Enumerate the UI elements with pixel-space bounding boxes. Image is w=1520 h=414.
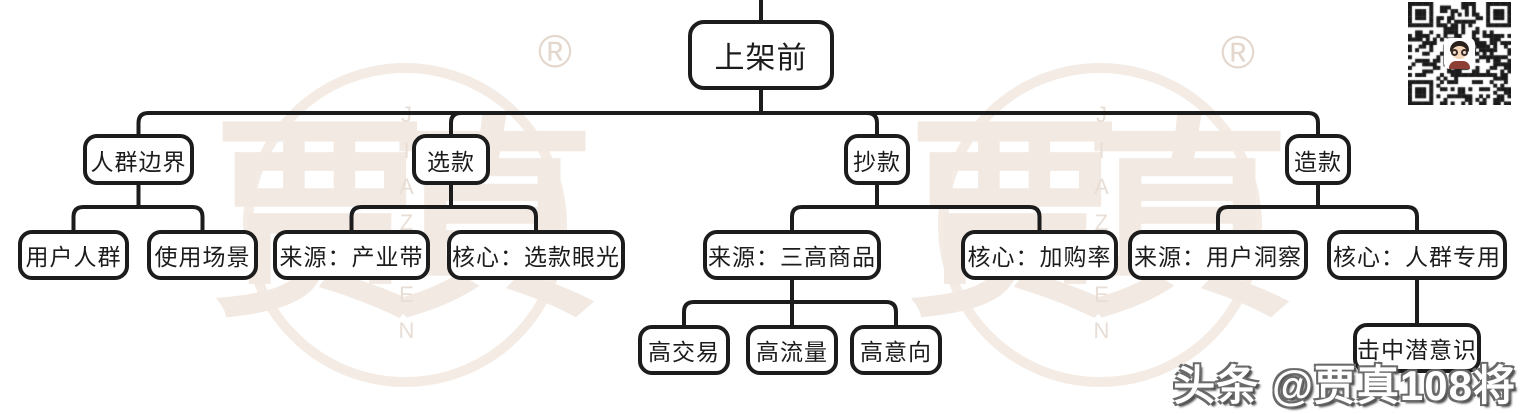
node-before-listing: 上架前 <box>688 20 834 90</box>
avatar-glasses-icon <box>1451 49 1458 56</box>
credit-watermark: 头条 @贾真108将 <box>1173 362 1516 409</box>
node-pick-style: 选款 <box>412 134 490 185</box>
node-source-three-high: 来源：三高商品 <box>703 230 881 280</box>
avatar-glasses-icon <box>1461 49 1468 56</box>
avatar-shirt <box>1449 61 1470 69</box>
node-make-style: 造款 <box>1285 134 1351 185</box>
node-hit-subconscious: 击中潜意识 <box>1353 323 1481 373</box>
node-high-traffic: 高流量 <box>746 325 838 375</box>
node-high-transaction: 高交易 <box>638 325 730 375</box>
node-audience-boundary: 人群边界 <box>83 134 194 185</box>
node-usage-scenario: 使用场景 <box>147 230 258 280</box>
node-core-cart-rate: 核心：加购率 <box>961 230 1118 280</box>
node-source-industry-belt: 来源：产业带 <box>273 230 430 280</box>
node-high-intent: 高意向 <box>850 325 942 375</box>
node-user-audience: 用户人群 <box>18 230 129 280</box>
qr-code <box>1408 2 1511 105</box>
avatar <box>1444 38 1475 69</box>
node-copy-style: 抄款 <box>844 134 910 185</box>
node-core-pick-vision: 核心：选款眼光 <box>447 230 625 280</box>
node-source-user-insight: 来源：用户洞察 <box>1128 230 1308 280</box>
node-core-audience-dedicated: 核心：人群专用 <box>1327 230 1507 280</box>
